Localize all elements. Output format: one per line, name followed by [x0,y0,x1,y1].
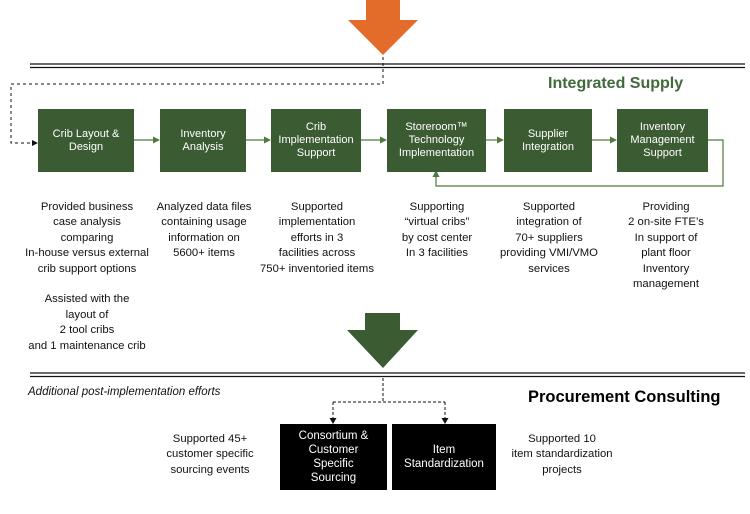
feedback-loop [435,139,724,187]
description-crib-implementation-support: Supported implementation efforts in 3 fa… [260,201,374,275]
consortium-customer-sourcing-box: Consortium & Customer Specific Sourcing [280,424,387,490]
orange-down-arrow [348,0,418,55]
sourcing-events-note: Supported 45+ customer specific sourcing… [166,433,254,476]
green-down-arrow [347,313,418,368]
description-supplier-integration: Supported integration of 70+ suppliers p… [500,201,598,275]
step-crib-layout-design: Crib Layout & Design [38,109,134,172]
step-inventory-analysis: Inventory Analysis [160,109,246,172]
step-supplier-integration: Supplier Integration [504,109,592,172]
step-crib-implementation-support: Crib Implementation Support [271,109,361,172]
post-implementation-note: Additional post-implementation efforts [28,386,221,398]
item-standardization-note: Supported 10 item standardization projec… [511,433,613,476]
step-storeroom-technology-implementation: Storeroom™ Technology Implementation [387,109,486,172]
description-inventory-analysis: Analyzed data files containing usage inf… [156,201,252,260]
integrated-supply-title: Integrated Supply [548,75,684,92]
step-inventory-management-support: Inventory Management Support [617,109,708,172]
procurement-consulting-title: Procurement Consulting [528,388,721,406]
description-storeroom-technology: Supporting “virtual cribs” by cost cente… [401,201,473,260]
dashed-connector-to-crib-layout [10,57,384,144]
description-inventory-management-support: Providing 2 on-site FTE’s In support of … [628,201,704,291]
description-crib-layout-design: Provided business case analysis comparin… [25,201,149,352]
item-standardization-box: Item Standardization [392,424,496,490]
